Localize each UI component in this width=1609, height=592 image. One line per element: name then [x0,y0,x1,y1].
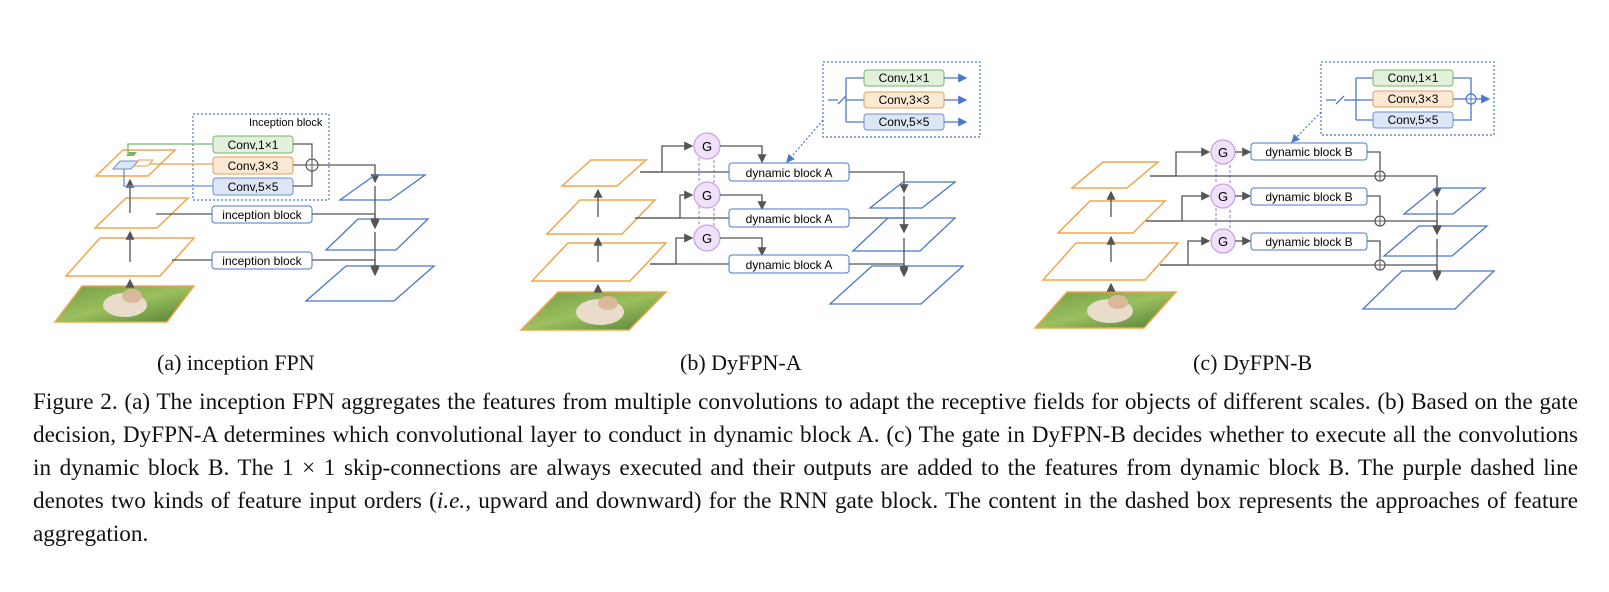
sum-node [1465,93,1477,105]
cat-photo [53,285,196,323]
output-map-p4 [851,217,957,252]
figure-caption: Figure 2. (a) The inception FPN aggregat… [33,386,1578,551]
output-map-p5 [1402,187,1487,215]
svg-text:G: G [702,231,712,246]
dynamic-block-b-label-2: dynamic block B [1265,190,1352,204]
feature-map-c5 [560,159,648,187]
sum-node [1374,259,1386,271]
caption-text-1: Figure 2. (a) The inception FPN aggregat… [33,389,1578,514]
sum-node [1374,215,1386,227]
subcaption-a: (a) inception FPN [157,350,315,375]
inception-box-title: Inception block [249,117,323,129]
feature-map-c5 [94,149,177,177]
dynamic-block-b-label-3: dynamic block B [1265,235,1352,249]
inception-block-label-2: inception block [222,254,302,268]
conv-5x5-label: Conv,5×5 [1388,113,1439,127]
output-map-p5 [337,174,428,201]
output-map-p3 [1361,270,1496,310]
gate-node: G [1210,139,1236,165]
dynamic-block-b-box [1320,61,1495,136]
gate-node: G [1210,228,1236,254]
caption-ie: i.e. [436,488,466,514]
inception-block-box [192,113,330,201]
gate-node: G [693,132,721,160]
inception-block-label-1: inception block [222,208,302,222]
output-map-p4 [324,218,430,251]
conv-3x3-label: Conv,3×3 [879,93,930,107]
figure-diagram: Inception block Conv,1×1 Conv,3×3 Conv,5… [53,61,1496,331]
output-map-p3 [828,265,965,305]
output-map-p4 [1382,225,1489,257]
dynamic-block-a-label-2: dynamic block A [746,212,833,226]
feature-map-c4 [545,199,657,235]
feature-map-c4 [93,197,190,229]
output-map-p3 [304,265,436,302]
caption-text-2: , upward and downward) for the RNN gate … [33,488,1578,547]
panel-a: Inception block Conv,1×1 Conv,3×3 Conv,5… [53,113,436,323]
conv-1x1-label: Conv,1×1 [879,71,930,85]
output-map-p5 [868,181,957,209]
conv-5x5-label: Conv,5×5 [879,115,930,129]
conv-5x5-label: Conv,5×5 [228,180,279,194]
feature-map-c3 [64,237,196,277]
feature-map-c3 [1041,242,1180,281]
cat-photo [519,291,668,331]
svg-text:G: G [1218,189,1228,204]
sum-node [1374,170,1386,182]
feature-map-c4 [1056,200,1167,234]
switch-icon [1326,95,1345,105]
panel-c: G G G dynamic block B dynamic block B dy… [1033,61,1496,329]
conv-3x3-label: Conv,3×3 [228,159,279,173]
svg-text:G: G [702,188,712,203]
gate-node: G [1210,183,1236,209]
switch-icon [828,78,847,122]
gate-node: G [693,181,721,209]
subcaption-b: (b) DyFPN-A [680,350,802,375]
dynamic-block-b-label-1: dynamic block B [1265,145,1352,159]
feature-map-c5 [1069,161,1161,189]
dynamic-block-a-label-1: dynamic block A [746,166,833,180]
conv-1x1-label: Conv,1×1 [228,138,279,152]
conv-1x1-label: Conv,1×1 [1388,71,1439,85]
gate-node: G [693,224,721,252]
svg-text:G: G [702,139,712,154]
svg-text:G: G [1218,234,1228,249]
svg-text:G: G [1218,145,1228,160]
conv-3x3-label: Conv,3×3 [1388,92,1439,106]
panel-b: G G G dynamic block A dynamic block A dy… [519,61,981,331]
feature-map-c3 [530,242,668,282]
subcaption-c: (c) DyFPN-B [1193,350,1313,375]
cat-photo [1033,291,1178,329]
dynamic-block-a-label-3: dynamic block A [746,258,833,272]
